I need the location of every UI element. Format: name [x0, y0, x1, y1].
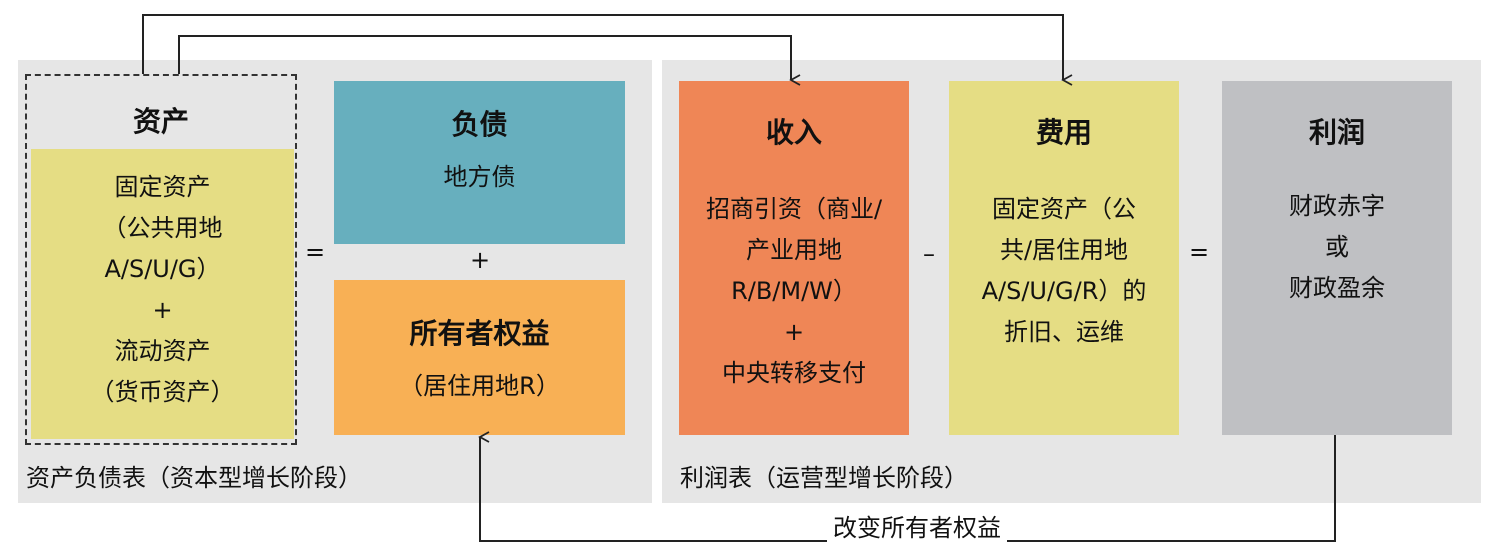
assets-to-revenue-arrow — [178, 35, 801, 86]
assets-title: 资产 — [132, 105, 189, 138]
assets-box: 资产 — [25, 74, 297, 445]
assets-line-4: + — [152, 296, 173, 324]
revenue-line-1: 招商引资（商业/ — [705, 195, 883, 223]
assets-line-6: （货币资产） — [90, 378, 235, 406]
profit-title: 利润 — [1308, 116, 1365, 149]
equity-line-1: （居住用地R） — [399, 372, 560, 400]
revenue-title: 收入 — [765, 116, 822, 149]
expense-line-4: 折旧、运维 — [1004, 318, 1124, 346]
liabilities-title: 负债 — [451, 108, 508, 141]
liabilities-plus-sign: + — [469, 246, 491, 274]
balance-sheet-caption: 资产负债表（资本型增长阶段） — [26, 464, 362, 492]
revenue-line-3: R/B/M/W） — [731, 277, 857, 305]
revenue-lines: 招商引资（商业/ 产业用地 R/B/M/W） + 中央转移支付 — [679, 189, 909, 394]
equity-box: 所有者权益 （居住用地R） — [334, 280, 625, 435]
equity-lines: （居住用地R） — [334, 366, 625, 407]
assets-content-box: 固定资产 （公共用地 A/S/U/G） + 流动资产 （货币资产） — [31, 149, 294, 439]
revenue-line-2: 产业用地 — [746, 236, 842, 264]
profit-line-2: 或 — [1325, 233, 1349, 261]
liabilities-box: 负债 地方债 — [334, 81, 625, 244]
revenue-line-4: + — [783, 318, 805, 346]
income-minus-sign: – — [923, 240, 935, 268]
expense-lines: 固定资产（公 共/居住用地 A/S/U/G/R）的 折旧、运维 — [949, 189, 1179, 353]
expense-box: 费用 固定资产（公 共/居住用地 A/S/U/G/R）的 折旧、运维 — [949, 81, 1179, 435]
expense-line-3: A/S/U/G/R）的 — [981, 277, 1147, 305]
equity-title: 所有者权益 — [409, 317, 550, 350]
liabilities-lines: 地方债 — [334, 157, 625, 198]
expense-title: 费用 — [1035, 116, 1092, 149]
assets-to-expense-arrow — [142, 14, 1073, 86]
revenue-box: 收入 招商引资（商业/ 产业用地 R/B/M/W） + 中央转移支付 — [679, 81, 909, 435]
income-statement-caption: 利润表（运营型增长阶段） — [680, 464, 968, 492]
assets-line-1: 固定资产 — [114, 173, 211, 201]
income-equals-sign: = — [1188, 238, 1210, 266]
balance-equals-sign: = — [304, 238, 326, 266]
profit-lines: 财政赤字 或 财政盈余 — [1222, 186, 1452, 309]
assets-line-2: （公共用地 — [102, 214, 223, 242]
profit-box: 利润 财政赤字 或 财政盈余 — [1222, 81, 1452, 435]
assets-lines: 固定资产 （公共用地 A/S/U/G） + 流动资产 （货币资产） — [31, 167, 294, 413]
bottom-arrow-label: 改变所有者权益 — [827, 508, 1007, 543]
profit-line-1: 财政赤字 — [1289, 192, 1385, 220]
expense-line-1: 固定资产（公 — [992, 195, 1136, 223]
liabilities-line-1: 地方债 — [443, 163, 516, 191]
assets-line-3: A/S/U/G） — [104, 255, 221, 283]
profit-line-3: 财政盈余 — [1289, 274, 1385, 302]
expense-line-2: 共/居住用地 — [999, 236, 1129, 264]
assets-line-5: 流动资产 — [114, 337, 211, 365]
revenue-line-5: 中央转移支付 — [722, 359, 866, 387]
